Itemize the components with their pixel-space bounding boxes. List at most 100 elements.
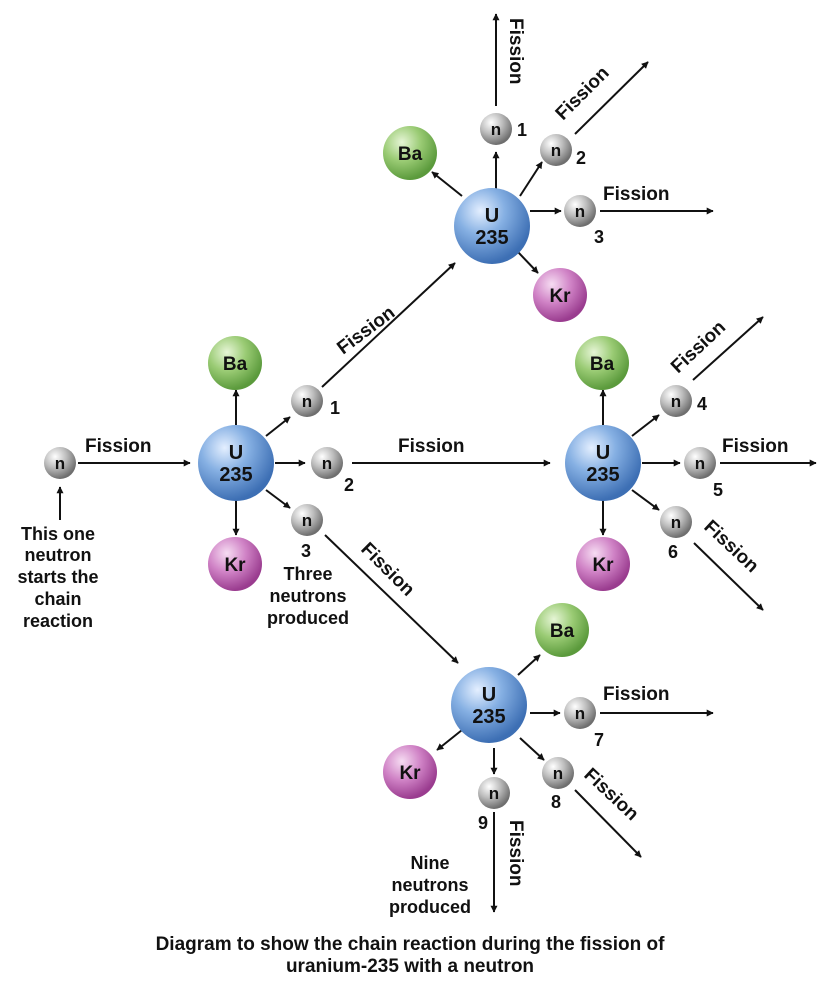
ba-label: Ba <box>223 354 248 375</box>
note-start-line-1: This one <box>21 524 95 544</box>
barium-nucleus-2: Ba <box>383 126 437 180</box>
note-start-line-2: neutron <box>25 545 92 565</box>
fission-label-top-n2: Fission <box>552 63 614 125</box>
arrow-n4-fission <box>692 316 764 381</box>
neutron-gen1-2: n <box>311 447 343 479</box>
n-label: n <box>302 511 312 530</box>
neutron-2: n <box>540 134 572 166</box>
caption: Diagram to show the chain reaction durin… <box>156 934 665 977</box>
neutron-number-1: 1 <box>330 398 340 418</box>
fission-label-n4: Fission <box>667 317 730 378</box>
ba-label: Ba <box>398 144 423 165</box>
fission-label-n5: Fission <box>722 436 789 457</box>
neutron-number-8: 8 <box>551 792 561 812</box>
arrow-u4-ba <box>517 654 541 676</box>
note-nine-line-2: neutrons <box>391 875 468 895</box>
arrow-n8-fission <box>574 789 642 858</box>
fission-label-n6: Fission <box>700 516 763 577</box>
uranium-nucleus-4: U 235 <box>451 667 527 743</box>
note-three-line-3: produced <box>267 608 349 628</box>
u-mass: 235 <box>586 464 619 486</box>
uranium-nucleus-3: U 235 <box>565 425 641 501</box>
uranium-nucleus-2: U 235 <box>454 188 530 264</box>
krypton-nucleus-2: Kr <box>533 268 587 322</box>
arrow-u1-n3 <box>265 489 291 509</box>
arrow-n3-fission <box>324 534 459 664</box>
arrow-u1-n1 <box>265 416 291 437</box>
arrow-n1-fission <box>321 262 456 388</box>
arrow-u2-ba <box>431 171 463 197</box>
neutron-number-1-top: 1 <box>517 120 527 140</box>
barium-nucleus-4: Ba <box>535 603 589 657</box>
note-nine-line-1: Nine <box>410 853 449 873</box>
neutron-6: n <box>660 506 692 538</box>
arrow-u3-n6 <box>631 489 660 511</box>
fission-label-n8: Fission <box>580 764 643 825</box>
fission-label-n9: Fission <box>505 820 526 887</box>
note-three: Three neutrons produced <box>267 564 349 628</box>
neutron-number-2-top: 2 <box>576 148 586 168</box>
arrow-u2-kr <box>517 251 539 274</box>
n-label: n <box>55 454 65 473</box>
arrows <box>56 13 817 913</box>
fission-label-initial: Fission <box>85 436 152 457</box>
note-nine: Nine neutrons produced <box>389 853 471 917</box>
kr-label: Kr <box>224 555 246 576</box>
n-label: n <box>491 120 501 139</box>
neutron-number-4: 4 <box>697 394 707 414</box>
fission-label-n1: Fission <box>333 302 399 359</box>
neutron-number-3: 3 <box>301 541 311 561</box>
u-mass: 235 <box>219 464 252 486</box>
arrow-u4-n8 <box>519 737 545 761</box>
n-label: n <box>302 392 312 411</box>
arrow-u4-kr <box>436 729 463 751</box>
neutron-7: n <box>564 697 596 729</box>
n-label: n <box>695 454 705 473</box>
neutron-number-5: 5 <box>713 480 723 500</box>
neutron-number-6: 6 <box>668 542 678 562</box>
u-symbol: U <box>229 442 243 464</box>
neutron-gen1-1: n <box>291 385 323 417</box>
u-symbol: U <box>482 684 496 706</box>
n-label: n <box>489 784 499 803</box>
fission-label-top-n1: Fission <box>505 18 526 85</box>
note-nine-line-3: produced <box>389 897 471 917</box>
fission-label-top-n3: Fission <box>603 184 670 205</box>
neutron-5: n <box>684 447 716 479</box>
n-label: n <box>671 513 681 532</box>
n-label: n <box>551 141 561 160</box>
neutron-number-2: 2 <box>344 475 354 495</box>
barium-nucleus-1: Ba <box>208 336 262 390</box>
arrow-u3-n4 <box>631 414 660 437</box>
note-start-line-5: reaction <box>23 611 93 631</box>
neutron-numbers: 1 2 3 1 2 3 4 5 6 7 8 9 <box>301 120 723 833</box>
caption-line-2: uranium-235 with a neutron <box>286 956 534 977</box>
kr-label: Kr <box>592 555 614 576</box>
n-label: n <box>671 392 681 411</box>
ba-label: Ba <box>550 621 575 642</box>
note-start-line-3: starts the <box>17 567 98 587</box>
neutron-number-3-top: 3 <box>594 227 604 247</box>
neutron-3: n <box>564 195 596 227</box>
neutron-gen1-3: n <box>291 504 323 536</box>
u-mass: 235 <box>472 706 505 728</box>
u-symbol: U <box>596 442 610 464</box>
fission-labels: Fission Fission Fission Fission Fission … <box>85 18 789 887</box>
barium-nucleus-3: Ba <box>575 336 629 390</box>
arrow-u2-n2 <box>519 161 543 197</box>
uranium-nucleus-1: U 235 <box>198 425 274 501</box>
note-start-line-4: chain <box>34 589 81 609</box>
n-label: n <box>575 202 585 221</box>
arrow-n6-fission <box>693 542 764 611</box>
krypton-nucleus-3: Kr <box>576 537 630 591</box>
note-three-line-2: neutrons <box>269 586 346 606</box>
note-three-line-1: Three <box>283 564 332 584</box>
kr-label: Kr <box>549 286 571 307</box>
note-start: This one neutron starts the chain reacti… <box>17 524 98 631</box>
fission-label-n7: Fission <box>603 684 670 705</box>
neutron-1: n <box>480 113 512 145</box>
fission-label-n3: Fission <box>356 539 418 601</box>
neutron-number-9: 9 <box>478 813 488 833</box>
kr-label: Kr <box>399 763 421 784</box>
fission-label-n2: Fission <box>398 436 465 457</box>
